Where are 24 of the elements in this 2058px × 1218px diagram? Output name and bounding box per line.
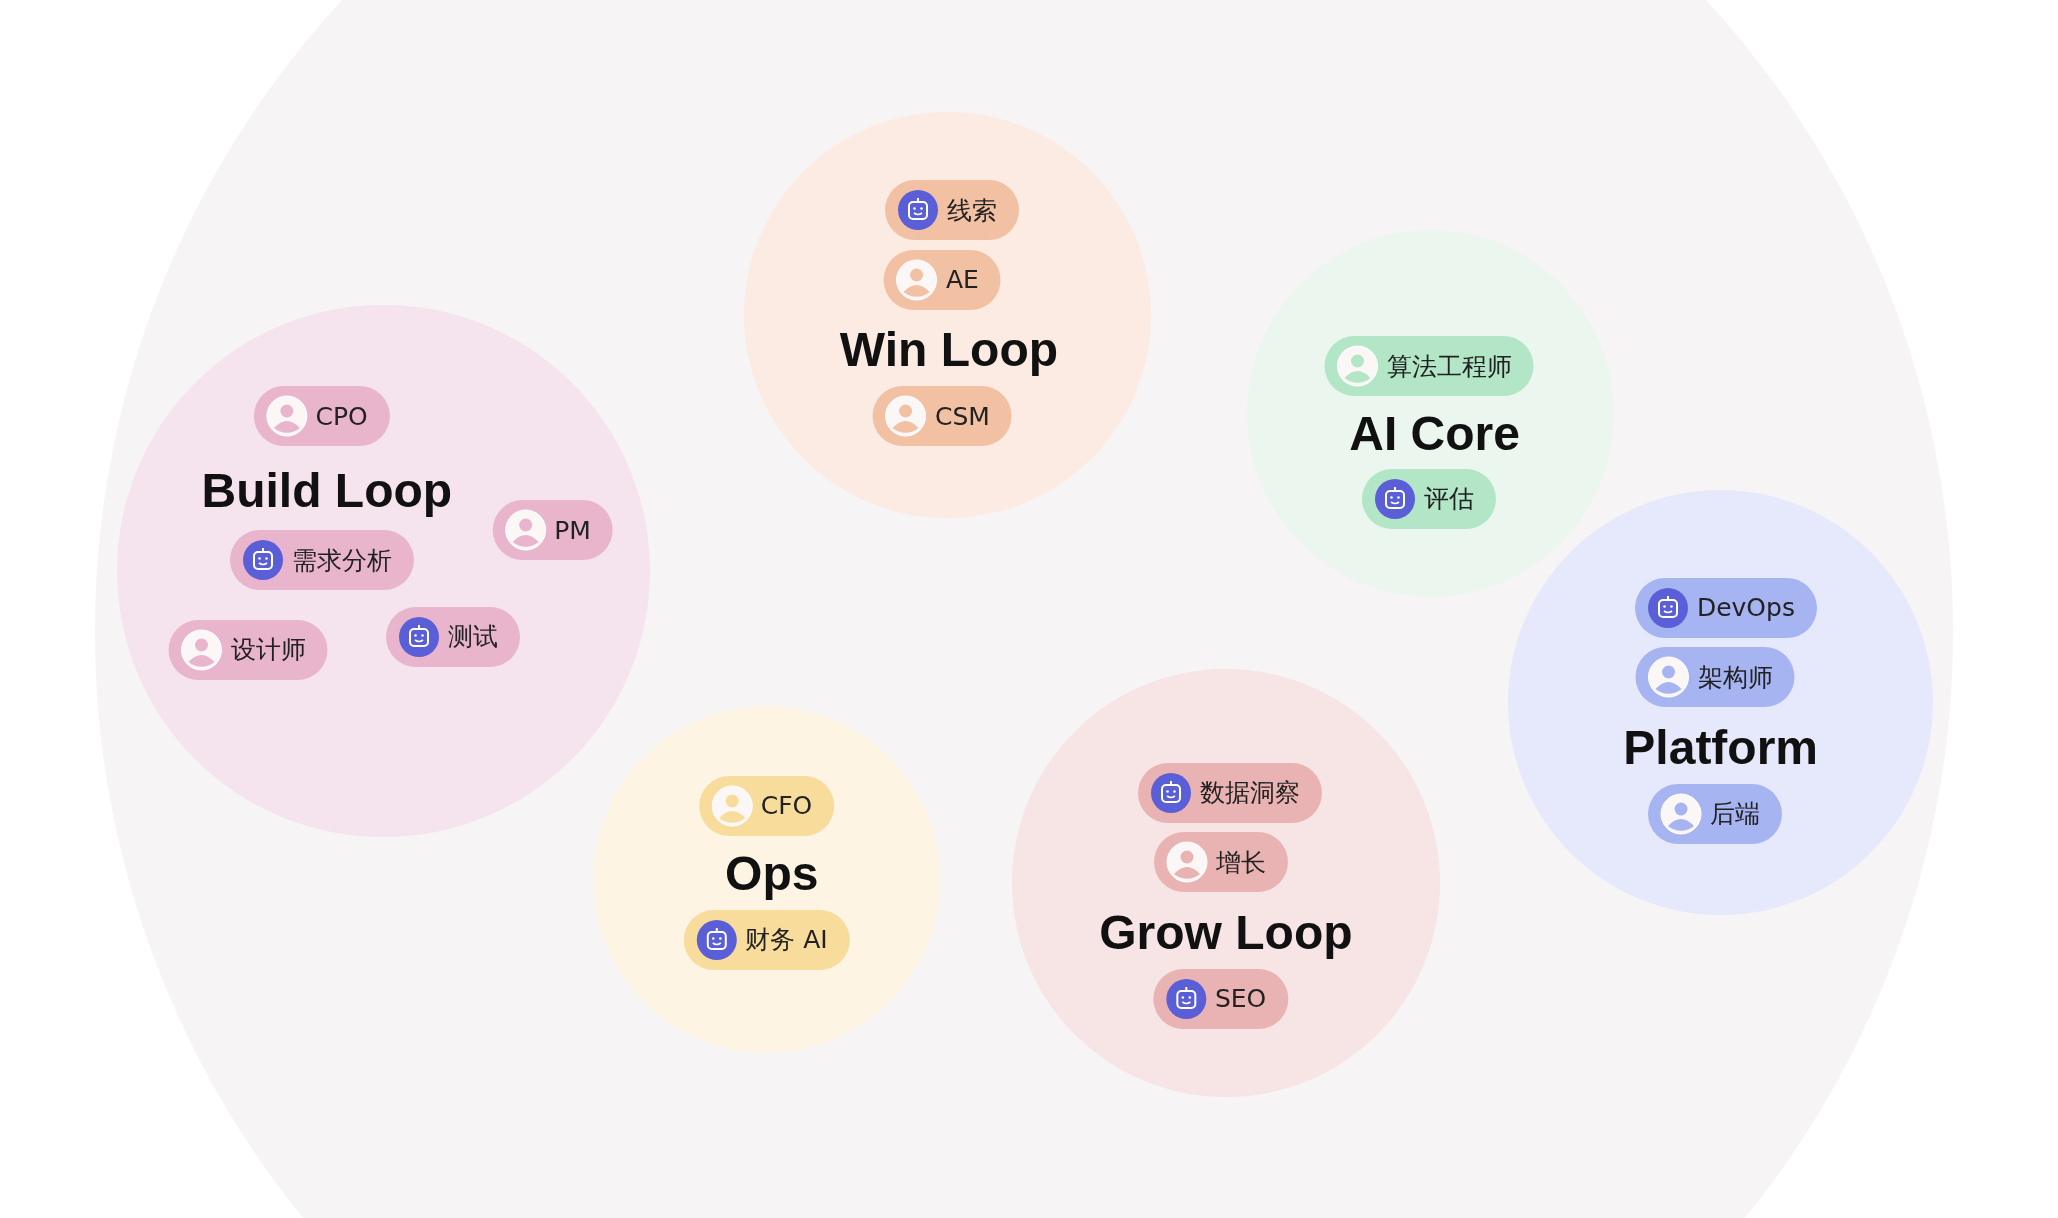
- group-title: Grow Loop: [1099, 904, 1353, 960]
- group-title: Platform: [1623, 719, 1819, 775]
- role-pill: 设计师: [168, 619, 328, 680]
- role-pill: 测试: [385, 606, 520, 667]
- role-pill: CPO: [253, 386, 390, 447]
- role-pill: 财务 AI: [683, 909, 850, 970]
- role-pill: 需求分析: [229, 530, 414, 591]
- group-title: Build Loop: [201, 462, 453, 518]
- role-pill: 评估: [1362, 468, 1497, 529]
- group-title: Win Loop: [839, 321, 1058, 377]
- role-pill: SEO: [1152, 968, 1289, 1029]
- role-pill: 架构师: [1635, 647, 1795, 708]
- role-pill: PM: [492, 500, 613, 561]
- role-pill: CSM: [872, 386, 1012, 447]
- role-pill: 后端: [1648, 783, 1783, 844]
- role-pill: 线索: [884, 180, 1019, 240]
- group-title: Ops: [725, 845, 819, 901]
- role-pill: 增长: [1153, 832, 1288, 893]
- role-pill: AE: [883, 249, 1001, 310]
- role-pill: CFO: [698, 775, 835, 836]
- group-title: AI Core: [1349, 405, 1520, 461]
- role-pill: DevOps: [1634, 577, 1817, 638]
- role-pill: 算法工程师: [1324, 336, 1534, 397]
- role-pill: 数据洞察: [1137, 762, 1322, 823]
